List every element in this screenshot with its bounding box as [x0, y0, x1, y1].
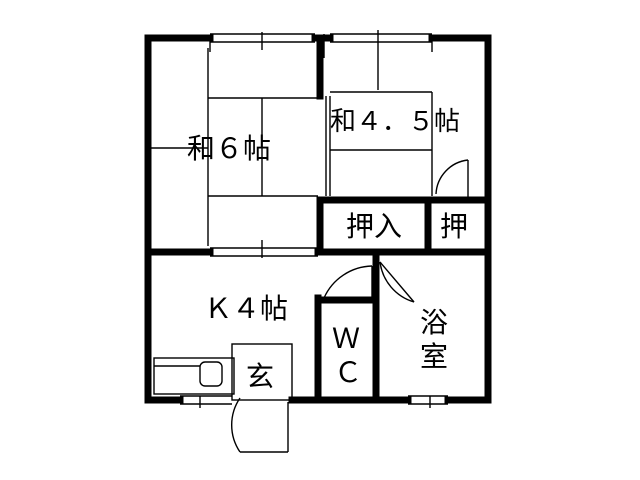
room-label-bath-bottom: 室: [420, 340, 448, 373]
room-label-genkan: 玄: [246, 360, 274, 393]
room-labels: 和６帖 和４．５帖 押入 押 Ｋ４帖 Ｗ Ｃ 浴 室 玄: [187, 107, 468, 393]
room-label-wc-bottom: Ｃ: [334, 356, 362, 389]
room-label-washitsu-6: 和６帖: [187, 132, 271, 165]
walls: [144, 34, 492, 404]
room-label-oshi: 押: [440, 210, 468, 243]
room-label-washitsu-45: 和４．５帖: [330, 107, 460, 137]
room-label-bath-top: 浴: [420, 306, 448, 339]
window-sashes: [180, 33, 448, 405]
room-label-wc-top: Ｗ: [332, 322, 360, 355]
room-label-oshiire: 押入: [346, 210, 402, 243]
thin-lines: [150, 30, 469, 453]
room-label-kitchen: Ｋ４帖: [204, 292, 288, 325]
